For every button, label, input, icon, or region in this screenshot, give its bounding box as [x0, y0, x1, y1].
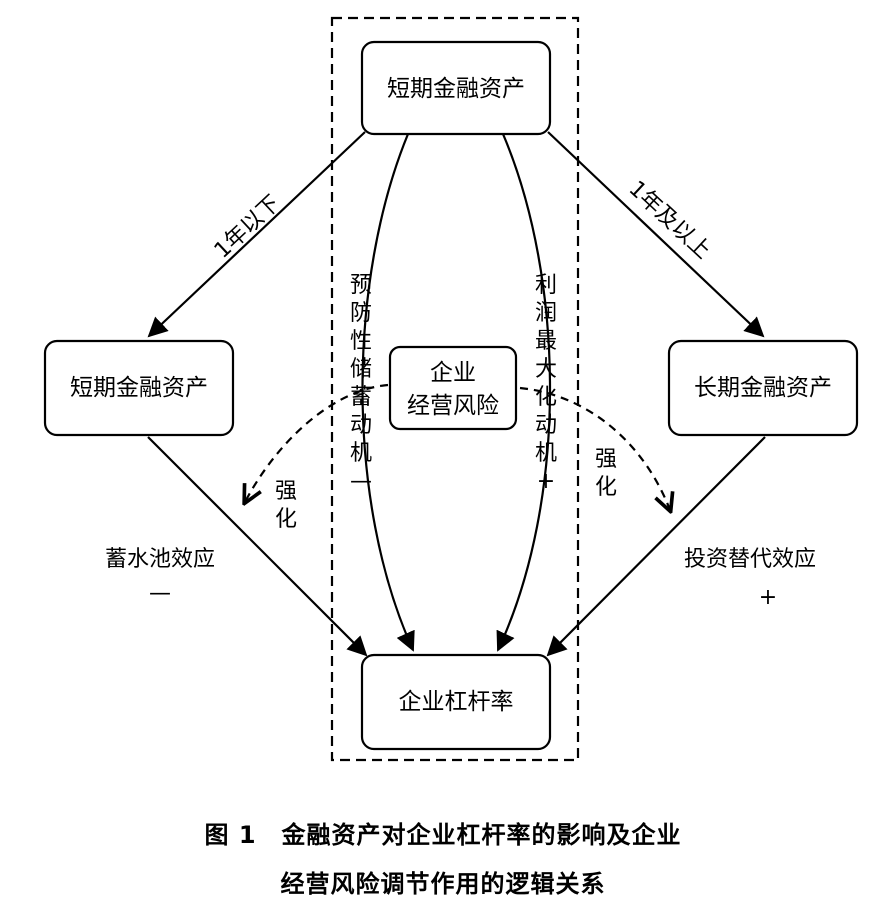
- precautionary-motive-char-3: 储: [350, 357, 372, 382]
- node-center-line2: 经营风险: [407, 393, 499, 419]
- label-investment-substitution-effect: 投资替代效应: [684, 547, 816, 572]
- node-top-box: [360, 40, 552, 136]
- label-reservoir-effect: 蓄水池效应: [105, 547, 215, 572]
- node-top-label: 短期金融资产: [387, 76, 525, 102]
- precautionary-motive-char-2: 性: [350, 329, 372, 354]
- node-left-label: 短期金融资产: [70, 375, 208, 401]
- figure-caption-line2: 经营风险调节作用的逻辑关系: [281, 870, 606, 898]
- profit-motive-char-0: 利: [535, 273, 557, 298]
- profit-motive-char-3: 大: [535, 357, 557, 382]
- profit-motive-char-1: 润: [535, 301, 557, 326]
- figure-caption-line1: 图 1 金融资产对企业杠杆率的影响及企业: [204, 821, 681, 849]
- precautionary-motive-char-5: 动: [350, 413, 372, 438]
- precautionary-motive-char-6: 机: [350, 441, 372, 466]
- node-center-line1: 企业: [430, 360, 476, 386]
- precautionary-motive-char-7: —: [350, 469, 372, 494]
- profit-motive-char-7: +: [537, 469, 555, 494]
- profit-motive-char-4: 化: [535, 385, 557, 410]
- profit-motive-char-5: 动: [535, 413, 557, 438]
- curve-profit-motive: [496, 133, 552, 652]
- vertical-label-strengthen-left: 强化: [275, 479, 297, 532]
- dashed-arrow-strengthen-right: [519, 386, 670, 510]
- edge-label-1-year-plus: 1年及以上: [624, 176, 716, 264]
- node-right-label: 长期金融资产: [694, 375, 832, 401]
- node-center-box: [388, 345, 518, 431]
- arrow-top-to-right: [547, 131, 765, 338]
- strengthen-left-char-1: 化: [275, 507, 297, 532]
- node-left-box: [43, 339, 235, 437]
- profit-motive-char-2: 最: [535, 329, 557, 354]
- edge-label-under-1-year: 1年以下: [210, 191, 286, 264]
- vertical-label-strengthen-right: 强化: [595, 447, 617, 500]
- strengthen-left-char-0: 强: [275, 479, 297, 504]
- label-investment-substitution-sign: +: [759, 585, 777, 610]
- precautionary-motive-char-4: 蓄: [350, 385, 372, 410]
- strengthen-right-char-1: 化: [595, 475, 617, 500]
- node-bottom-label: 企业杠杆率: [399, 689, 514, 715]
- label-reservoir-sign: —: [149, 581, 171, 606]
- precautionary-motive-char-1: 防: [350, 301, 372, 326]
- node-right-box: [667, 339, 859, 437]
- arrow-left-to-bottom: [147, 436, 368, 657]
- strengthen-right-char-0: 强: [595, 447, 617, 472]
- arrow-top-to-left: [147, 131, 366, 338]
- dashed-arrow-strengthen-left: [245, 383, 389, 502]
- dashed-frame: [330, 16, 580, 762]
- node-bottom-box: [360, 653, 552, 751]
- precautionary-motive-char-0: 预: [350, 273, 372, 298]
- profit-motive-char-6: 机: [535, 441, 557, 466]
- curve-precautionary-motive: [361, 133, 415, 652]
- arrow-right-to-bottom: [546, 436, 766, 657]
